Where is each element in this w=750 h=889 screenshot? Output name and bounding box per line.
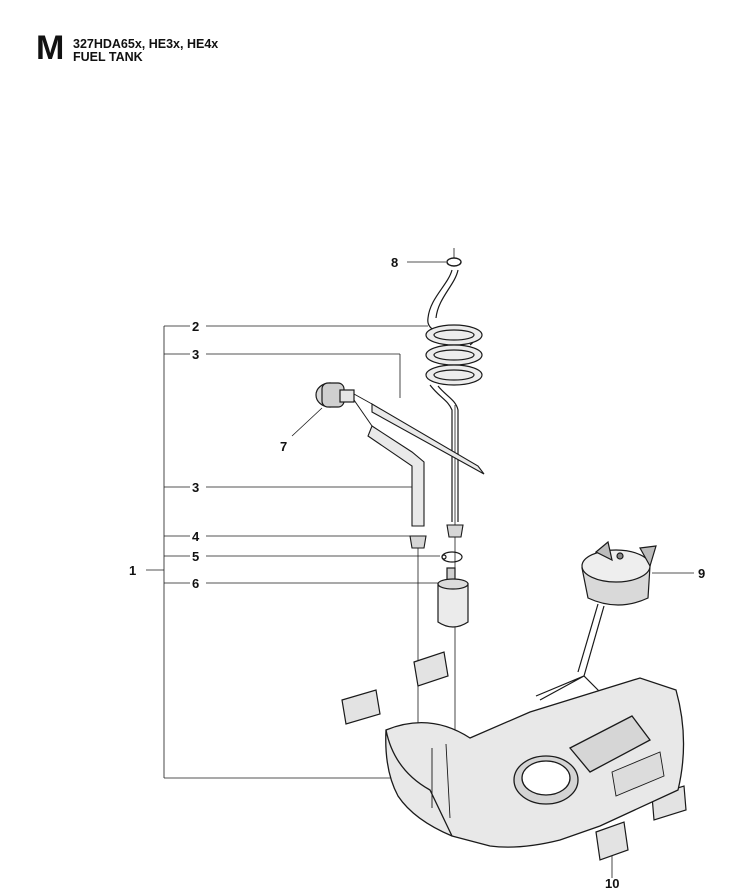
- hose-clamp-part: [441, 551, 463, 563]
- callout-3-upper: 3: [192, 347, 199, 362]
- callout-2: 2: [192, 319, 199, 334]
- section-letter: M: [36, 29, 65, 67]
- callout-5: 5: [192, 549, 199, 564]
- coiled-fuel-hose-part: [425, 269, 483, 522]
- callout-10: 10: [605, 876, 619, 889]
- rubber-mount-part: [341, 651, 687, 861]
- callout-9: 9: [698, 566, 705, 581]
- return-hose-part: [367, 403, 485, 527]
- fuel-filter-part: [437, 567, 469, 628]
- o-ring-part: [446, 248, 462, 267]
- callout-8: 8: [391, 255, 398, 270]
- grommet-part: [409, 524, 464, 549]
- section-title: FUEL TANK: [73, 50, 143, 64]
- primer-bulb-part: [315, 382, 373, 427]
- callout-7: 7: [280, 439, 287, 454]
- model-line: 327HDA65x, HE3x, HE4x: [73, 37, 219, 51]
- callout-1: 1: [129, 563, 136, 578]
- callout-4: 4: [192, 529, 200, 544]
- fuel-tank-part: [385, 677, 685, 848]
- callout-3-lower: 3: [192, 480, 199, 495]
- callout-labels: 1 2 3 3 4 5 6 7 8 9 10: [129, 255, 705, 889]
- fuel-cap-part: [535, 540, 657, 701]
- callout-6: 6: [192, 576, 199, 591]
- leader-lines: [146, 261, 694, 878]
- title-block: 327HDA65x, HE3x, HE4x FUEL TANK: [73, 38, 218, 64]
